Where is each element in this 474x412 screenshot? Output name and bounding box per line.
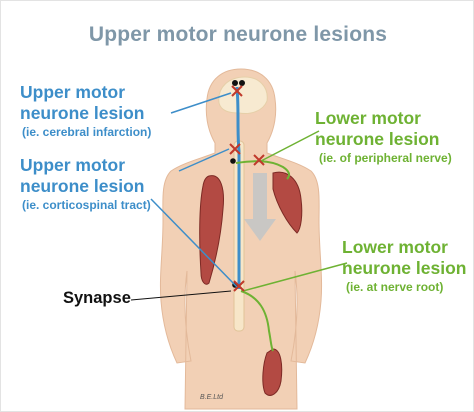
pointer-root: [242, 262, 348, 292]
label-umn-cerebral-line2: neurone lesion: [20, 103, 145, 123]
label-lmn-peripheral-line2: neurone lesion: [315, 129, 440, 149]
lesion-cross-tract: [229, 143, 241, 155]
diagram-title: Upper motor neurone lesions: [88, 23, 388, 46]
label-lmn-peripheral-sub: (ie. of peripheral nerve): [319, 151, 452, 165]
label-lmn-peripheral: Lower motor neurone lesion (ie. of perip…: [315, 108, 452, 167]
label-synapse: Synapse: [63, 289, 131, 307]
down-arrow: [244, 173, 276, 241]
credit-text: B.E.Ltd: [200, 394, 223, 401]
label-lmn-root: Lower motor neurone lesion (ie. at nerve…: [342, 237, 466, 296]
label-umn-cerebral-line1: Upper motor: [20, 82, 125, 102]
label-umn-cerebral-sub: (ie. cerebral infarction): [22, 125, 152, 139]
label-umn-tract-line1: Upper motor: [20, 155, 125, 175]
neuron-body-1: [232, 80, 238, 86]
pointer-root-upper: [150, 198, 238, 288]
lesion-cross-peripheral: [253, 154, 265, 166]
lower-motor-neurone-arm: [235, 160, 291, 180]
lesion-cross-root: [233, 280, 245, 292]
label-umn-tract-sub: (ie. corticospinal tract): [22, 198, 151, 212]
neuron-body-2: [239, 80, 245, 86]
right-arm-muscle: [199, 175, 224, 285]
label-umn-tract-line2: neurone lesion: [20, 176, 145, 196]
pointer-cerebral: [170, 92, 232, 114]
neuron-body-3: [230, 158, 236, 164]
pointer-synapse: [130, 290, 232, 301]
label-lmn-root-line1: Lower motor: [342, 237, 448, 257]
brain: [218, 76, 268, 114]
upper-motor-neurone-path: [235, 86, 241, 289]
label-lmn-peripheral-line1: Lower motor: [315, 108, 421, 128]
label-umn-cerebral: Upper motor neurone lesion (ie. cerebral…: [20, 82, 151, 141]
leg-muscle: [262, 348, 283, 396]
label-lmn-root-line2: neurone lesion: [342, 258, 467, 278]
left-arm-muscle: [272, 171, 303, 234]
lower-motor-neurone-leg: [240, 290, 274, 352]
lesion-cross-cerebral: [231, 85, 243, 97]
pointer-peripheral: [260, 130, 320, 162]
label-lmn-root-sub: (ie. at nerve root): [346, 280, 444, 294]
label-umn-tract: Upper motor neurone lesion (ie. corticos…: [20, 155, 151, 214]
pointer-tract: [178, 148, 230, 172]
